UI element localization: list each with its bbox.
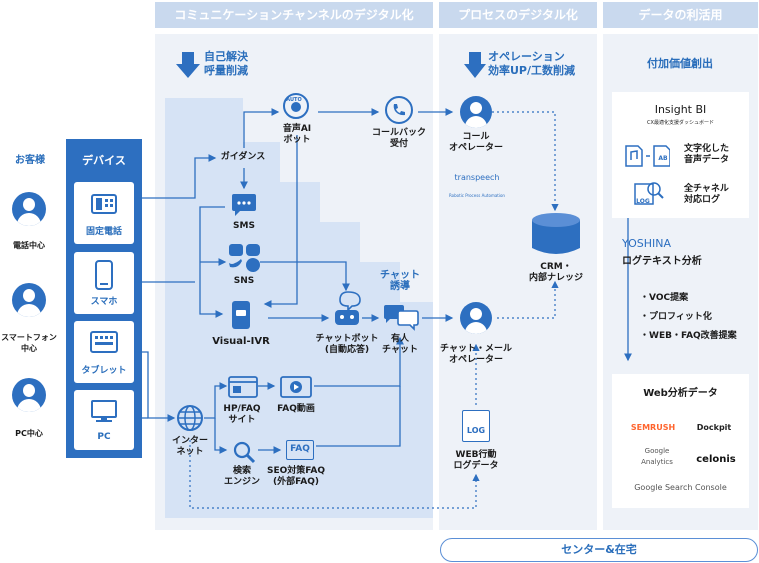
yoshina-logo: YOSHINA [622,237,672,250]
crm-label: CRM・ 内部ナレッジ [528,262,583,283]
center-home-pill: センター&在宅 [440,538,758,562]
bullet-voc-text: VOC提案 [649,293,689,303]
search-engine-label: 検索 エンジン [223,466,260,487]
call-operator-label: コール オペレーター [448,132,503,153]
auto-badge: AUTO [286,97,302,103]
insight-bi-card: Insight BI CX最適化支援ダッシュボード AB 文字化した 音声データ… [612,92,749,218]
insight-bi-subtitle: CX最適化支援ダッシュボード [647,120,714,126]
faq-icon: FAQ [286,440,314,460]
devices-title: デバイス [82,154,126,167]
sms-icon [232,194,256,216]
device-landline-label: 固定電話 [85,227,122,237]
web-analytics-title: Web分析データ [643,388,718,399]
voice-ai-bot-icon [283,93,309,119]
customer-phone-label: 電話中心 [13,241,45,250]
efficiency-label: オペレーション 効率UP/工数削減 [488,50,576,77]
bullet-web-faq: ・WEB・FAQ改善提案 [640,331,737,341]
log-icon: LOG [462,410,490,442]
guidance-label: ガイダンス [220,152,266,162]
customer-smartphone-icon [12,283,46,317]
tablet-icon [90,331,118,353]
customer-pc-icon [12,378,46,412]
manned-chat-icon [384,305,419,331]
log-search-icon [634,182,664,205]
globe-icon [177,405,203,431]
log-text-analysis-label: ログテキスト分析 [622,256,702,267]
chatbot-label: チャットボット (自動応答) [315,334,379,355]
visual-ivr-label: Visual-IVR [212,336,270,347]
hp-faq-label: HP/FAQ サイト [223,404,261,425]
header-digital-channels: コミュニケーションチャンネルのデジタル化 [155,2,433,28]
smartphone-icon [95,260,113,290]
sms-label: SMS [233,221,255,231]
header-data-use: データの利活用 [603,2,758,28]
seo-faq-label: SEO対策FAQ (外部FAQ) [266,466,325,487]
database-icon [532,213,580,254]
header-process: プロセスのデジタル化 [439,2,597,28]
pc-icon [91,400,117,422]
log-icon-text-2: LOG [636,198,650,205]
landline-icon [91,194,117,214]
device-landline: 固定電話 [74,182,134,244]
device-tablet: タブレット [74,321,134,383]
device-pc-label: PC [97,432,111,442]
faq-icon-text: FAQ [290,444,310,454]
insight-bi-logo: Insight BI [654,103,707,116]
visual-ivr-icon [232,301,250,329]
internet-label: インター ネット [171,436,208,457]
bullet-profit-text: プロフィット化 [649,312,712,322]
celonis-logo: celonis [696,454,736,465]
log-icon-text: LOG [466,426,486,435]
device-smartphone-label: スマホ [90,297,118,307]
customer-smartphone-label: スマートフォン 中心 [1,333,57,353]
bullet-web-faq-text: WEB・FAQ改善提案 [649,331,737,341]
dockpit-logo: Dockpit [696,423,732,432]
sns-label: SNS [233,276,255,286]
ab-icon-text: AB [658,155,668,162]
device-smartphone: スマホ [74,252,134,314]
manned-chat-label: 有人 チャット [382,334,418,355]
down-arrow-icon-process [464,52,486,78]
transpeech-logo: transpeech [454,173,500,182]
bullet-profit: ・プロフィット化 [640,312,712,322]
web-analytics-card: Web分析データ SEMRUSH Dockpit Google Analytic… [612,374,749,508]
chatbot-icon [335,291,361,325]
down-arrow-icon [176,52,200,78]
music-file-icon [625,145,670,167]
rpa-logo: Robotic Process Automation [449,193,505,198]
device-tablet-label: タブレット [81,366,127,376]
self-solve-label: 自己解決 呼量削減 [204,50,248,77]
google-analytics-logo: Google Analytics [641,447,673,466]
google-search-console-logo: Google Search Console [634,483,727,492]
semrush-logo: SEMRUSH [630,423,676,432]
bullet-voc: ・VOC提案 [640,293,689,303]
call-operator-icon [460,96,492,128]
sns-icons [229,244,260,272]
search-icon [233,441,256,464]
callback-label: コールバック 受付 [371,128,426,149]
website-icon [228,376,258,398]
chat-operator-label: チャット・メール オペレーター [440,344,512,365]
voice-ai-bot-label: 音声AI ボット [282,124,312,145]
device-pc: PC [74,390,134,450]
customers-title: お客様 [15,155,45,166]
video-icon [280,376,312,398]
customer-phone-icon [12,192,46,226]
faq-video-label: FAQ動画 [277,404,315,414]
all-channel-log-label: 全チャネル 対応ログ [684,184,729,205]
web-log-label: WEB行動 ログデータ [453,450,499,471]
value-creation-label: 付加価値創出 [647,57,713,70]
customer-pc-label: PC中心 [15,429,43,438]
chat-operator-icon [460,302,492,334]
chat-guidance-label: チャット 誘導 [380,270,420,292]
text-audio-label: 文字化した 音声データ [684,144,730,165]
phone-icon [385,96,413,124]
